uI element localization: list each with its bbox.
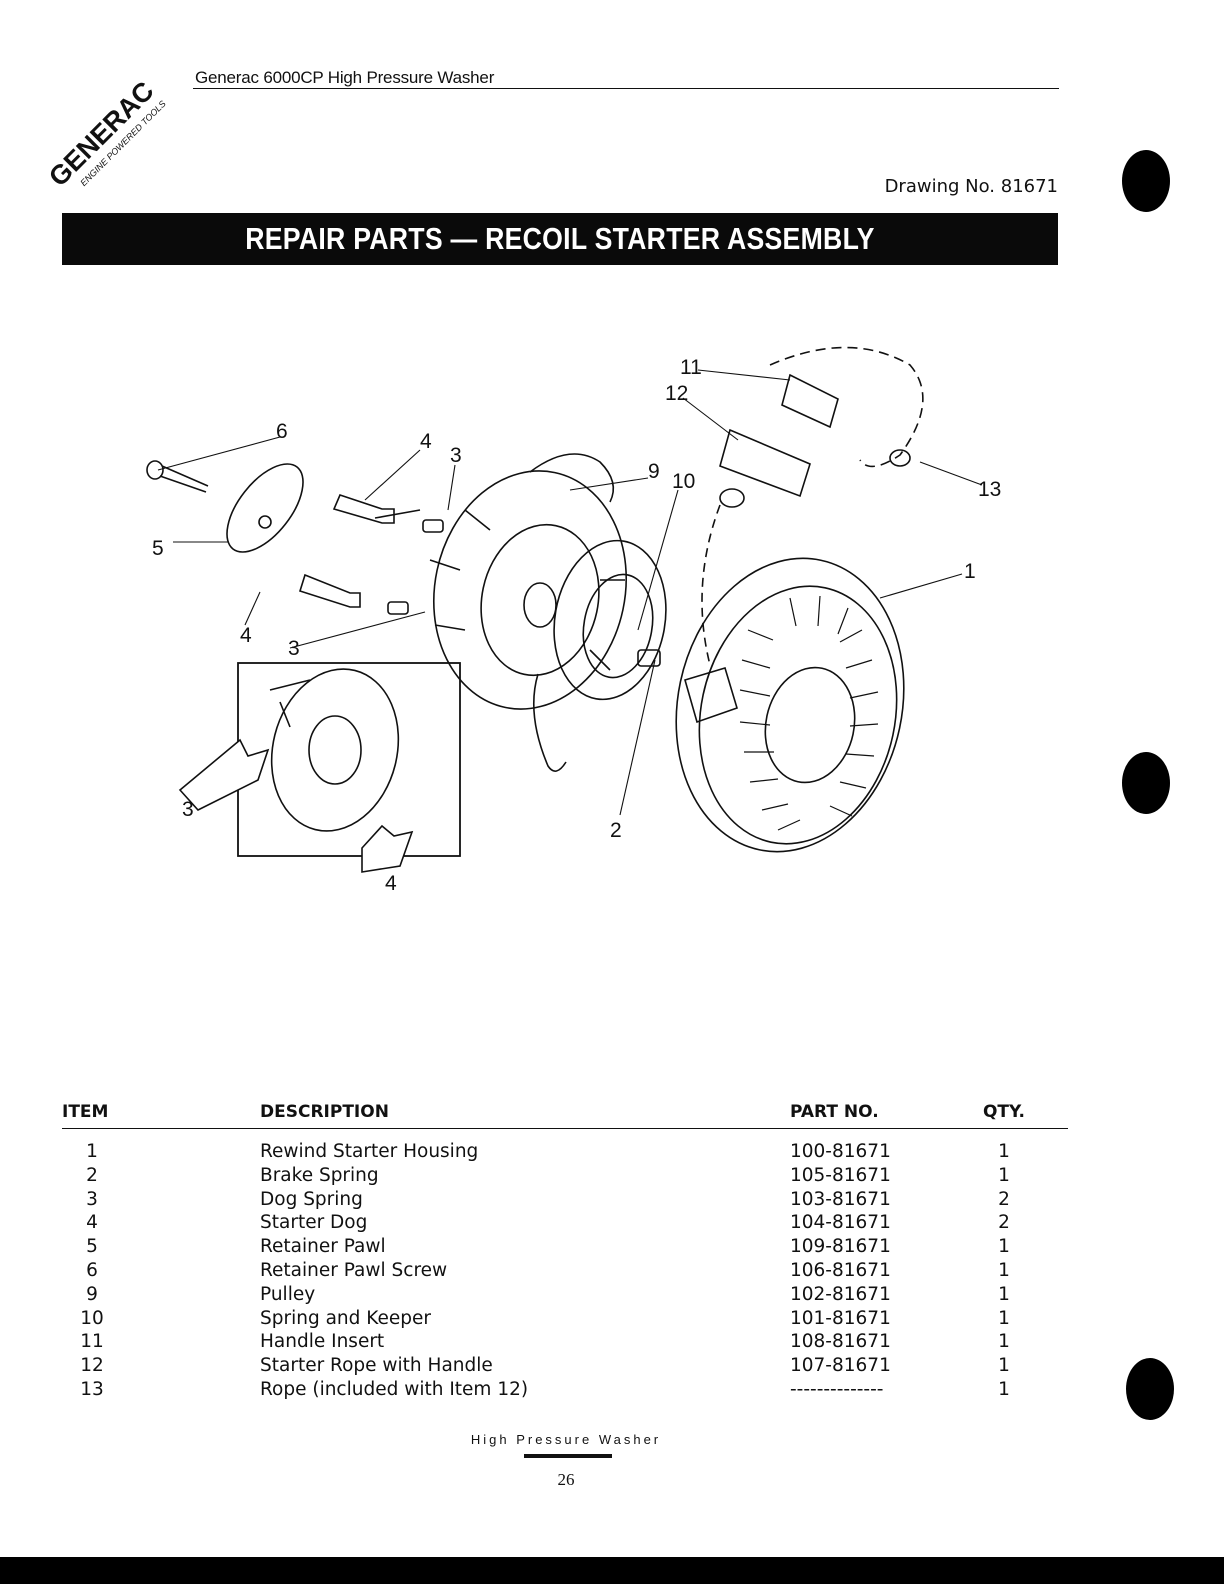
cell-description: Brake Spring xyxy=(260,1164,379,1186)
cell-part-no: 103-81671 xyxy=(790,1188,891,1210)
cell-description: Rewind Starter Housing xyxy=(260,1141,479,1162)
cell-item: 3 xyxy=(86,1188,98,1210)
callout-3-upper: 3 xyxy=(450,444,462,467)
banner-title: REPAIR PARTS — RECOIL STARTER ASSEMBLY xyxy=(245,221,875,256)
scan-bottom-band xyxy=(0,1557,1224,1584)
cell-item: 1 xyxy=(86,1141,98,1162)
generac-logo: GENERAC ENGINE POWERED TOOLS xyxy=(38,48,198,198)
table-row: 2 Brake Spring 105-81671 1 xyxy=(62,1165,1068,1189)
cell-description: Retainer Pawl Screw xyxy=(260,1259,448,1281)
cell-item: 11 xyxy=(80,1331,104,1353)
callout-4-upper: 4 xyxy=(420,430,432,453)
cell-item: 2 xyxy=(86,1164,98,1186)
cell-item: 4 xyxy=(86,1212,98,1234)
table-row: 5 Retainer Pawl 109-81671 1 xyxy=(62,1236,1068,1260)
cell-part-no: -------------- xyxy=(790,1378,884,1400)
binder-hole-top xyxy=(1122,150,1170,212)
cell-part-no: 107-81671 xyxy=(790,1355,891,1377)
cell-part-no: 102-81671 xyxy=(790,1283,891,1305)
cell-item: 10 xyxy=(80,1307,104,1329)
cell-item: 13 xyxy=(80,1378,104,1400)
cell-description: Dog Spring xyxy=(260,1188,363,1210)
header-description: DESCRIPTION xyxy=(260,1102,389,1122)
cell-qty: 1 xyxy=(998,1164,1010,1186)
cell-qty: 1 xyxy=(998,1355,1010,1377)
document-title: Generac 6000CP High Pressure Washer xyxy=(195,68,495,87)
cell-description: Spring and Keeper xyxy=(260,1307,431,1329)
callout-12: 12 xyxy=(665,382,688,405)
cell-qty: 1 xyxy=(998,1259,1010,1281)
table-header: ITEM DESCRIPTION PART NO. QTY. xyxy=(62,1098,1068,1129)
cell-description: Rope (included with Item 12) xyxy=(260,1378,529,1400)
cell-item: 6 xyxy=(86,1259,98,1281)
cell-description: Starter Dog xyxy=(260,1212,368,1234)
parts-table: ITEM DESCRIPTION PART NO. QTY. 1 Rewind S… xyxy=(62,1098,1068,1403)
cell-part-no: 105-81671 xyxy=(790,1164,891,1186)
header-rule xyxy=(193,88,1059,89)
cell-qty: 1 xyxy=(998,1141,1010,1162)
cell-item: 9 xyxy=(86,1283,98,1305)
callout-6: 6 xyxy=(276,420,288,443)
page-number: 26 xyxy=(557,1470,575,1489)
cell-part-no: 108-81671 xyxy=(790,1331,891,1353)
cell-description: Starter Rope with Handle xyxy=(260,1355,493,1377)
footer-label: High Pressure Washer xyxy=(470,1432,662,1447)
callout-11: 11 xyxy=(680,356,702,379)
binder-hole-middle xyxy=(1122,752,1170,814)
table-row: 4 Starter Dog 104-81671 2 xyxy=(62,1212,1068,1236)
table-row: 6 Retainer Pawl Screw 106-81671 1 xyxy=(62,1260,1068,1284)
cell-qty: 1 xyxy=(998,1378,1010,1400)
section-banner: REPAIR PARTS — RECOIL STARTER ASSEMBLY xyxy=(62,213,1058,265)
footer-bar xyxy=(524,1454,612,1458)
cell-description: Pulley xyxy=(260,1283,316,1305)
cell-qty: 1 xyxy=(998,1331,1010,1353)
logo-text: GENERAC xyxy=(43,76,160,193)
binder-hole-bottom xyxy=(1126,1358,1174,1420)
header-qty: QTY. xyxy=(982,1102,1025,1122)
cell-qty: 2 xyxy=(998,1188,1010,1210)
callout-1: 1 xyxy=(964,560,976,583)
table-row: 9 Pulley 102-81671 1 xyxy=(62,1284,1068,1308)
callout-10: 10 xyxy=(672,470,695,493)
drawing-number: Drawing No. 81671 xyxy=(884,176,1058,197)
header-item: ITEM xyxy=(62,1102,109,1122)
table-row: 11 Handle Insert 108-81671 1 xyxy=(62,1331,1068,1355)
callout-2: 2 xyxy=(610,819,622,842)
cell-qty: 1 xyxy=(998,1307,1010,1329)
table-row: 13 Rope (included with Item 12) ----------… xyxy=(62,1379,1068,1403)
header-part-no: PART NO. xyxy=(790,1102,879,1122)
inset-callout-4: 4 xyxy=(385,872,397,895)
table-row: 12 Starter Rope with Handle 107-81671 1 xyxy=(62,1355,1068,1379)
cell-item: 5 xyxy=(86,1236,98,1258)
cell-qty: 2 xyxy=(998,1212,1010,1234)
cell-part-no: 104-81671 xyxy=(790,1212,891,1234)
table-row: 3 Dog Spring 103-81671 2 xyxy=(62,1189,1068,1213)
cell-description: Handle Insert xyxy=(260,1331,385,1353)
table-row: 10 Spring and Keeper 101-81671 1 xyxy=(62,1308,1068,1332)
exploded-parts-drawing: 1 2 3 3 4 4 5 6 9 10 11 12 13 3 4 xyxy=(130,330,1030,910)
cell-part-no: 100-81671 xyxy=(790,1141,891,1162)
cell-description: Retainer Pawl xyxy=(260,1236,386,1258)
cell-part-no: 109-81671 xyxy=(790,1236,891,1258)
callout-13: 13 xyxy=(978,478,1001,501)
callout-9: 9 xyxy=(648,460,660,483)
callout-4: 4 xyxy=(240,624,252,647)
inset-callout-3: 3 xyxy=(182,798,194,821)
cell-part-no: 101-81671 xyxy=(790,1307,891,1329)
cell-qty: 1 xyxy=(998,1236,1010,1258)
callout-5: 5 xyxy=(152,537,164,560)
table-row: 1 Rewind Starter Housing 100-81671 1 xyxy=(62,1141,1068,1165)
table-body: 1 Rewind Starter Housing 100-81671 1 2 Brake… xyxy=(62,1129,1068,1403)
cell-item: 12 xyxy=(80,1355,104,1377)
callout-3: 3 xyxy=(288,637,300,660)
cell-part-no: 106-81671 xyxy=(790,1259,891,1281)
cell-qty: 1 xyxy=(998,1283,1010,1305)
